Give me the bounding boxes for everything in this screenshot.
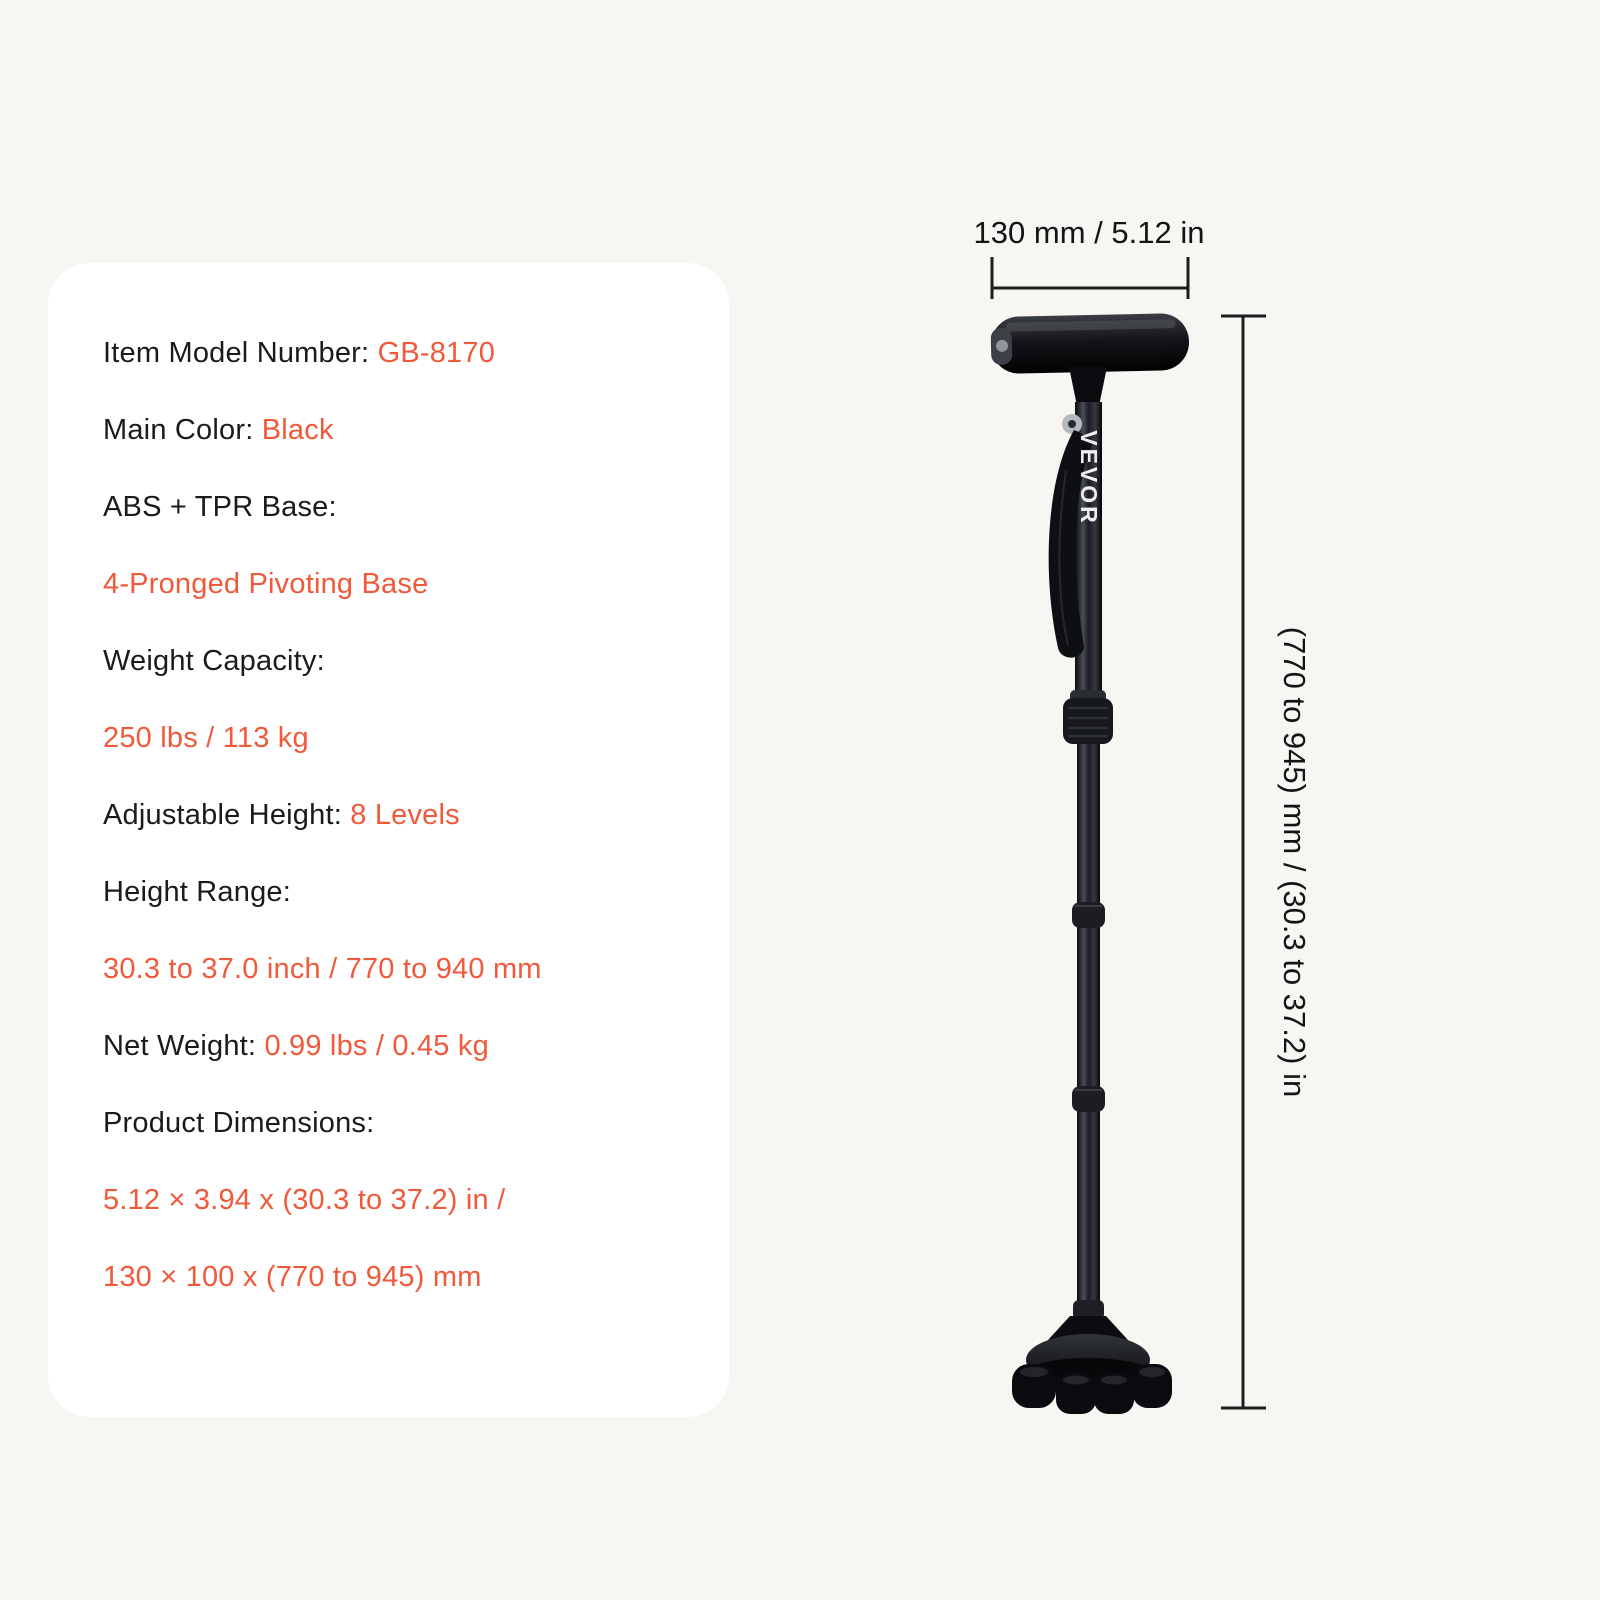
spec-line: 130 × 100 x (770 to 945) mm xyxy=(103,1239,701,1316)
spec-line: Main Color: Black xyxy=(103,392,701,469)
spec-line: Item Model Number: GB-8170 xyxy=(103,315,701,392)
cane-lower-shaft xyxy=(1077,744,1100,1308)
handle-end-cap xyxy=(996,339,1009,352)
spec-text: Weight Capacity: xyxy=(103,645,325,677)
spec-text: 4-Pronged Pivoting Base xyxy=(103,568,429,600)
width-dimension: 130 mm / 5.12 in xyxy=(974,215,1205,299)
spec-line: 30.3 to 37.0 inch / 770 to 940 mm xyxy=(103,931,701,1008)
base-feet xyxy=(1012,1364,1172,1414)
spec-line: 5.12 × 3.94 x (30.3 to 37.2) in / xyxy=(103,1162,701,1239)
spec-line: Height Range: xyxy=(103,854,701,931)
spec-text: Item Model Number: xyxy=(103,337,378,369)
spec-text: Net Weight: xyxy=(103,1030,265,1062)
cane-image: VEVOR xyxy=(990,313,1189,1414)
spec-line: 4-Pronged Pivoting Base xyxy=(103,546,701,623)
wrist-strap xyxy=(1048,430,1092,658)
spec-line: Net Weight: 0.99 lbs / 0.45 kg xyxy=(103,1008,701,1085)
height-dimension: (770 to 945) mm / (30.3 to 37.2) in xyxy=(1221,314,1312,1410)
spec-text: Adjustable Height: xyxy=(103,799,351,831)
spec-line: Weight Capacity: xyxy=(103,623,701,700)
spec-text: Black xyxy=(261,414,334,446)
cane-handle xyxy=(990,313,1189,374)
handle-stem xyxy=(1069,367,1107,406)
spec-text: 130 × 100 x (770 to 945) mm xyxy=(103,1261,482,1293)
spec-text: 250 lbs / 113 kg xyxy=(103,722,309,754)
vevor-logo-text: VEVOR xyxy=(1076,430,1102,526)
folding-joint-upper xyxy=(1072,902,1105,928)
strap-grommet xyxy=(1062,414,1082,434)
height-dimension-line xyxy=(1221,314,1266,1410)
spec-text: 8 Levels xyxy=(350,799,460,831)
spec-text: Height Range: xyxy=(103,876,291,908)
spec-text: 30.3 to 37.0 inch / 770 to 940 mm xyxy=(103,953,542,985)
spec-line: ABS + TPR Base: xyxy=(103,469,701,546)
width-dimension-label: 130 mm / 5.12 in xyxy=(974,215,1205,250)
spec-text: ABS + TPR Base: xyxy=(103,491,337,523)
spec-text: Main Color: xyxy=(103,414,262,446)
folding-joint-lower xyxy=(1072,1086,1105,1112)
spec-line: Adjustable Height: 8 Levels xyxy=(103,777,701,854)
spec-text: 5.12 × 3.94 x (30.3 to 37.2) in / xyxy=(103,1184,506,1216)
spec-text: Product Dimensions: xyxy=(103,1107,375,1139)
spec-text: GB-8170 xyxy=(377,337,496,369)
spec-line: 250 lbs / 113 kg xyxy=(103,700,701,777)
width-dimension-line xyxy=(990,257,1190,299)
spec-text: 0.99 lbs / 0.45 kg xyxy=(264,1030,489,1062)
height-dimension-label: (770 to 945) mm / (30.3 to 37.2) in xyxy=(1277,627,1312,1097)
adjustment-collar xyxy=(1063,690,1113,744)
spec-line: Product Dimensions: xyxy=(103,1085,701,1162)
